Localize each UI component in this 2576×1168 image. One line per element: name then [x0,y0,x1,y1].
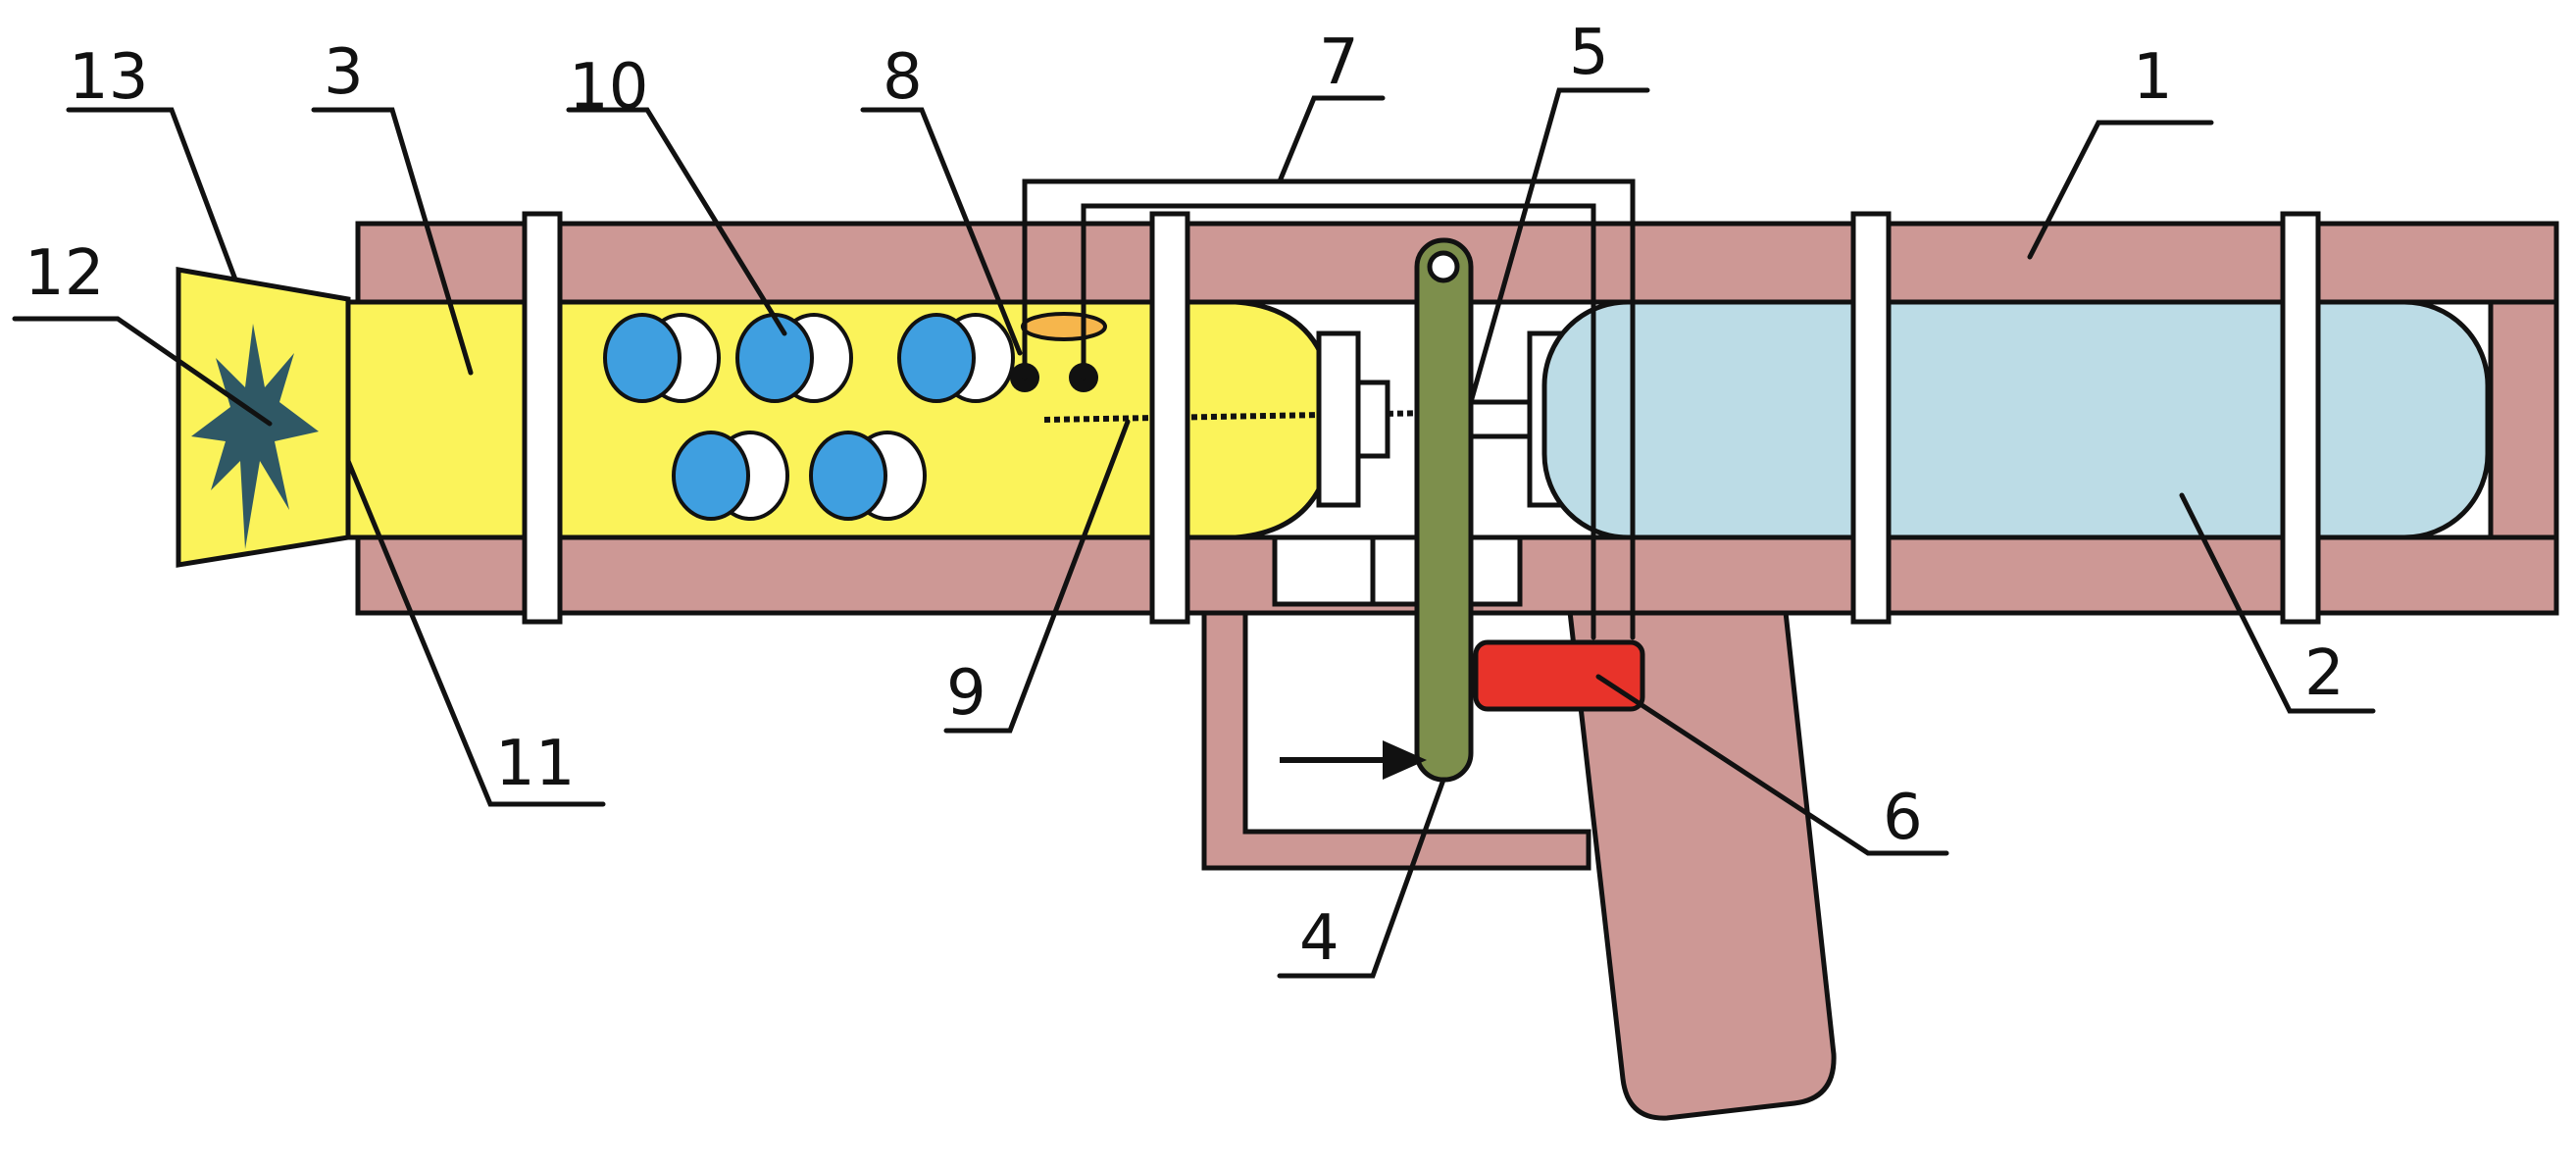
leader-3 [311,107,474,376]
leader-8 [860,107,1023,356]
callout-13: 13 [69,41,148,114]
connector-right-nub [1468,399,1533,439]
orange-ring [1021,312,1107,341]
trigger-button [1473,639,1645,712]
leader-13 [66,107,238,282]
wire-loop [1022,178,1636,640]
pellet [603,313,721,403]
leader-10 [566,107,787,336]
callout-9: 9 [946,657,986,730]
callout-3: 3 [324,36,364,109]
callout-2: 2 [2304,637,2345,710]
front-chamber [345,299,1491,540]
leader-1 [2027,120,2214,260]
fuse-wire [1043,409,1491,423]
leader-12 [12,316,273,427]
lever [1414,237,1474,783]
leader-6 [1595,674,1949,856]
pellet [897,313,1015,403]
pellet [672,431,789,521]
band [522,211,563,625]
callout-7: 7 [1319,26,1359,99]
connector-left [1316,330,1361,508]
pellet [735,313,853,403]
grip [1566,600,1837,1121]
clamp-bands [522,211,2321,625]
grip-handle [1566,600,1837,1121]
callout-leaders [12,87,2376,979]
leader-5 [1468,87,1650,405]
push-arrow-icon [1280,740,1427,780]
housing-rear-cap [2488,299,2559,540]
band [1149,211,1190,625]
leader-2 [2179,492,2376,714]
rear-tank [1541,299,2491,540]
leader-9 [943,419,1131,734]
callout-6: 6 [1883,782,1923,854]
callout-4: 4 [1299,902,1339,975]
wire-outer [1022,178,1636,640]
lever-bar [1414,237,1474,783]
callout-8: 8 [883,41,923,114]
leader-7 [1277,95,1386,184]
callout-5: 5 [1569,17,1609,89]
pellet [809,431,927,521]
leader-11 [345,458,606,807]
wire-inner [1081,203,1596,640]
pivot-icon [1427,250,1460,283]
callout-11: 11 [495,728,575,800]
starburst-icon [191,324,319,549]
band [2280,211,2321,625]
leader-4 [1277,777,1446,979]
callout-12: 12 [25,237,104,310]
callout-labels: 13 12 3 10 8 7 5 1 11 9 4 6 2 [25,17,2345,975]
callout-1: 1 [2133,41,2173,114]
connector-left-nub [1355,380,1390,459]
band [1850,211,1892,625]
pellets [603,313,1015,521]
callout-10: 10 [569,51,648,124]
